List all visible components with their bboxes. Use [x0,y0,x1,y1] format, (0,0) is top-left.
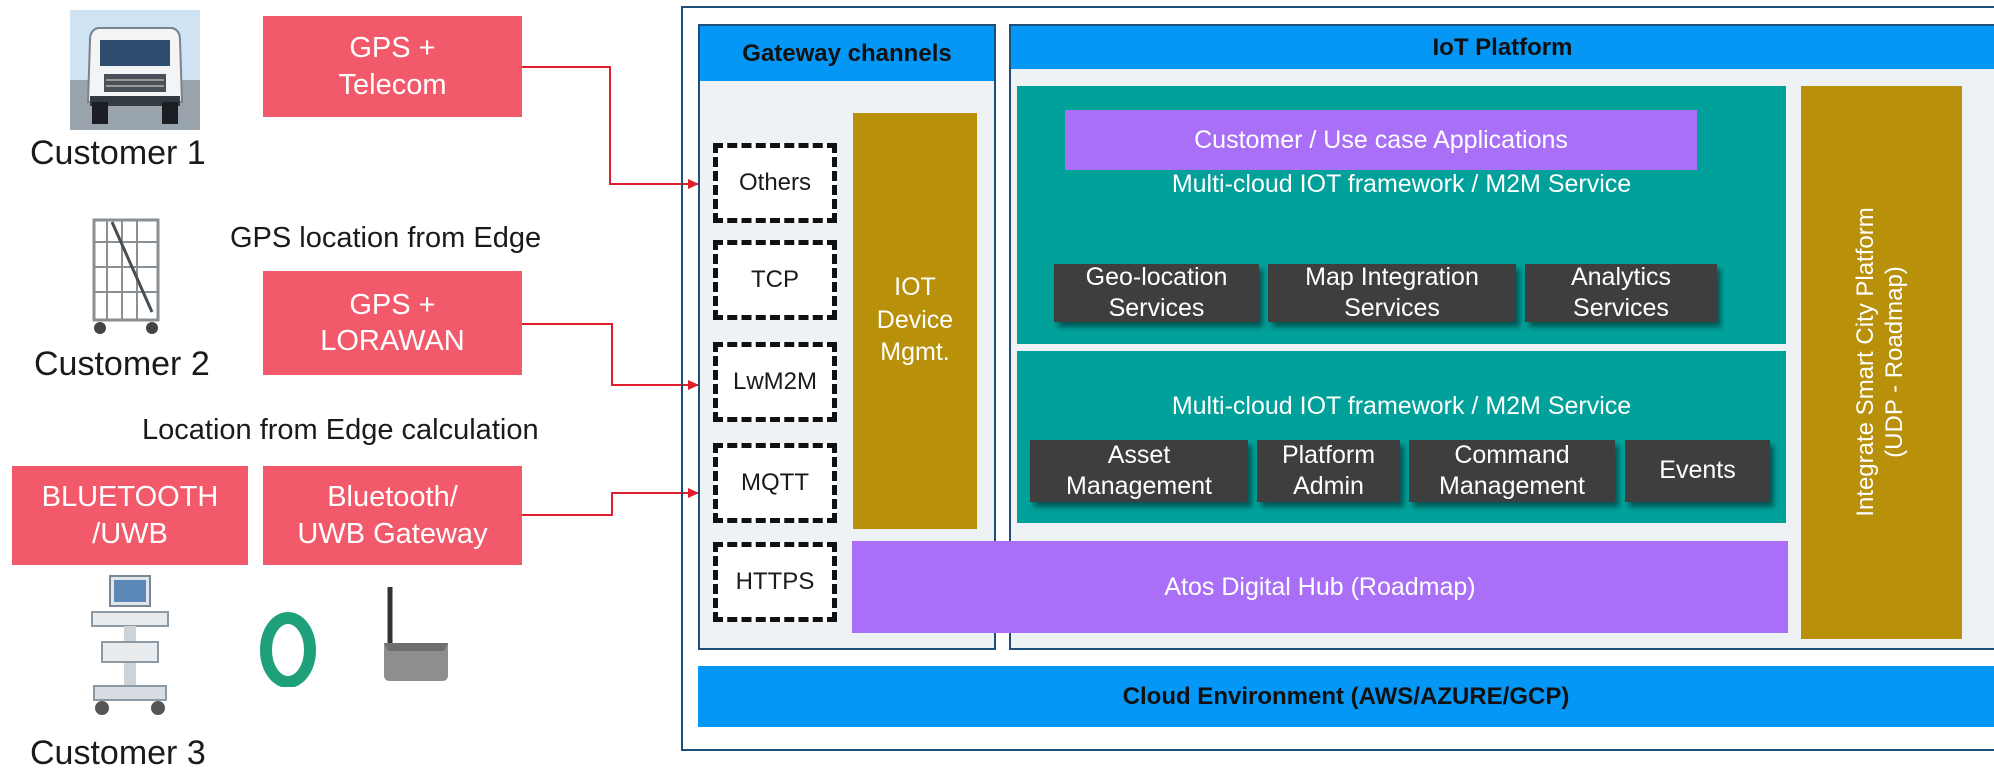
arrow-telecom-to-others [522,66,699,189]
gps-lorawan-box: GPS + LORAWAN [263,271,522,375]
gps-lorawan-label: GPS + LORAWAN [320,288,465,357]
gps-telecom-label: GPS + Telecom [338,32,447,101]
smart-city-text: Integrate Smart City Platform (UDP - Roa… [1852,207,1908,517]
service-geo-location: Geo-location Services [1054,262,1259,322]
gateway-device-icon [380,585,452,685]
edge-calc-note: Location from Edge calculation [142,414,539,446]
customer-2-label: Customer 2 [34,345,210,383]
channel-tcp: TCP [713,240,837,320]
service-geo-location-label: Geo-location Services [1085,262,1228,322]
atos-digital-hub: Atos Digital Hub (Roadmap) [852,541,1788,633]
bluetooth-uwb-label: BLUETOOTH /UWB [41,481,219,550]
channel-mqtt: MQTT [713,443,837,523]
service-map-integration: Map Integration Services [1268,262,1516,322]
iot-device-mgmt-label: IOT Device Mgmt. [876,273,954,366]
iot-platform-title: IoT Platform [1011,26,1994,69]
channel-https: HTTPS [713,542,837,622]
arrow-lorawan-to-lwm2m [522,323,699,390]
smart-city-panel [1801,86,1962,639]
service-asset-management-label: Asset Management [1066,440,1212,500]
service-command-management-label: Command Management [1439,440,1585,500]
framework-middle-label: Multi-cloud IOT framework / M2M Service [1171,392,1632,420]
channel-lwm2m: LwM2M [713,342,837,422]
service-events-label: Events [1659,456,1736,485]
service-events: Events [1625,440,1770,502]
service-analytics: Analytics Services [1525,262,1717,322]
gateway-title: Gateway channels [700,26,994,81]
gps-telecom-box: GPS + Telecom [263,16,522,117]
customer-apps-bar: Customer / Use case Applications [1065,110,1697,170]
bluetooth-gateway-box: Bluetooth/ UWB Gateway [263,466,522,565]
framework-top-label: Multi-cloud IOT framework / M2M Service [1171,170,1632,198]
customer-1-label: Customer 1 [30,134,206,172]
service-platform-admin-label: Platform Admin [1281,440,1376,500]
arrow-gateway-to-mqtt [522,488,699,516]
service-analytics-label: Analytics Services [1570,262,1672,322]
gps-edge-note: GPS location from Edge [230,222,542,254]
customer-3-label: Customer 3 [30,734,206,772]
service-asset-management: Asset Management [1030,440,1248,502]
service-command-management: Command Management [1409,440,1615,502]
service-platform-admin: Platform Admin [1257,440,1400,502]
channel-others: Others [713,143,837,223]
service-map-integration-label: Map Integration Services [1305,262,1479,322]
cloud-environment-bar: Cloud Environment (AWS/AZURE/GCP) [698,666,1994,727]
wristband-icon [258,612,318,688]
bluetooth-uwb-box: BLUETOOTH /UWB [12,466,248,565]
truck-icon [70,10,200,130]
platform-outer-frame [681,6,1994,751]
cart-icon [82,212,172,337]
iot-device-mgmt: IOT Device Mgmt. [853,113,977,529]
smart-city-label: Integrate Smart City Platform (UDP - Roa… [1836,112,1926,612]
bluetooth-gateway-label: Bluetooth/ UWB Gateway [297,481,488,550]
medical-cart-icon [80,572,180,722]
